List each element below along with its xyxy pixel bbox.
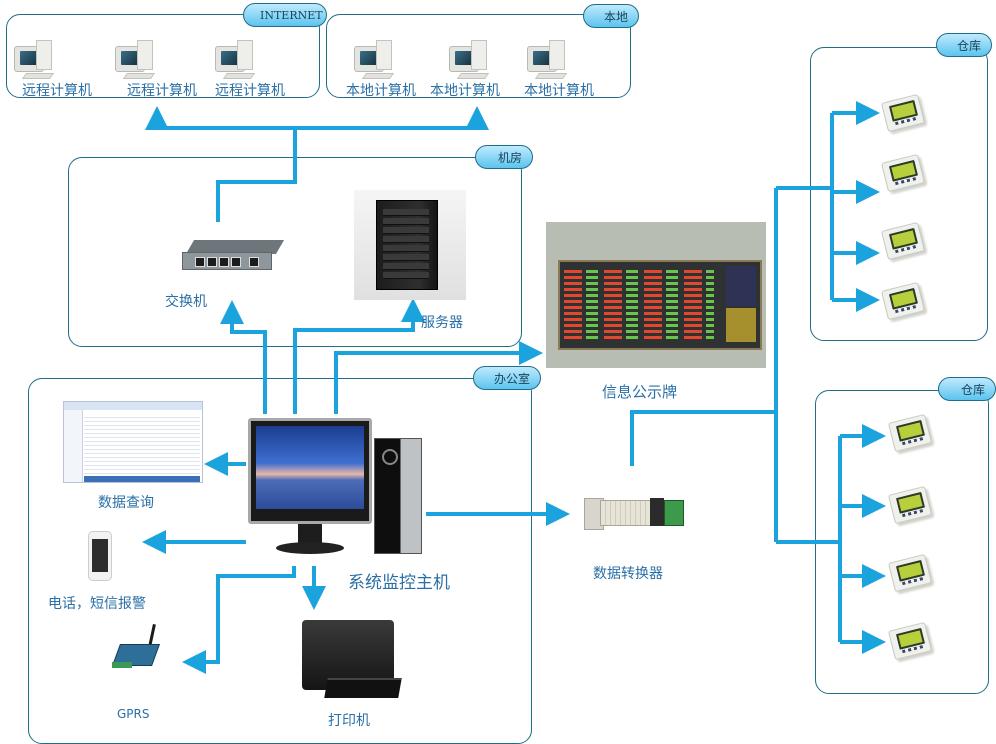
sensor-icon[interactable] [880, 93, 926, 133]
wire-to-internet [145, 106, 295, 130]
info-board-image[interactable] [546, 222, 766, 368]
remote-computer-icon[interactable] [113, 40, 157, 80]
server-label: 服务器 [421, 315, 463, 331]
data-query-label: 数据查询 [98, 495, 154, 511]
data-query-screenshot[interactable] [63, 401, 203, 483]
sensor-icon[interactable] [880, 153, 926, 193]
local-computer-icon[interactable] [352, 40, 396, 80]
zone-internet [6, 14, 320, 98]
local-computer-label: 本地计算机 [524, 83, 594, 99]
switch-label: 交换机 [165, 294, 207, 310]
monitoring-host-icon[interactable] [248, 418, 424, 558]
sensor-icon[interactable] [887, 621, 933, 661]
remote-computer-label: 远程计算机 [127, 83, 197, 99]
remote-computer-icon[interactable] [12, 40, 56, 80]
local-computer-icon[interactable] [447, 40, 491, 80]
local-computer-label: 本地计算机 [430, 83, 500, 99]
zone-tag-machine-room: 机房 [475, 145, 533, 169]
data-converter-icon[interactable] [584, 490, 684, 534]
remote-computer-icon[interactable] [213, 40, 257, 80]
wire-host-to-server [293, 298, 425, 414]
zone-local [326, 14, 631, 98]
remote-computer-label: 远程计算机 [22, 83, 92, 99]
gprs-label: GPRS [117, 707, 150, 721]
zone-tag-local: 本地 [583, 4, 639, 28]
wire-converter-up [630, 410, 776, 466]
zone-tag-internet: INTERNET [243, 3, 327, 27]
info-board-label: 信息公示牌 [602, 383, 678, 401]
printer-label: 打印机 [328, 713, 370, 729]
network-switch-icon[interactable] [182, 240, 285, 274]
printer-icon[interactable] [302, 620, 402, 700]
sensor-icon[interactable] [880, 221, 926, 261]
gprs-modem-icon[interactable] [111, 623, 166, 674]
zone-warehouse-1 [810, 47, 988, 341]
wire-host-to-gprs [182, 566, 296, 674]
sensor-icon[interactable] [887, 485, 933, 525]
zone-tag-warehouse-2: 仓库 [938, 377, 996, 401]
phone-icon[interactable] [88, 531, 112, 581]
server-rack-icon[interactable] [354, 190, 466, 300]
wire-host-to-board [334, 341, 543, 414]
sensor-icon[interactable] [887, 413, 933, 453]
wire-to-local [295, 106, 489, 130]
sensor-icon[interactable] [887, 553, 933, 593]
phone-alarm-label: 电话，短信报警 [48, 596, 146, 612]
local-computer-icon[interactable] [525, 40, 569, 80]
wire-host-to-switch [220, 300, 267, 414]
monitoring-host-label: 系统监控主机 [348, 573, 450, 593]
sensor-icon[interactable] [880, 281, 926, 321]
zone-tag-office: 办公室 [473, 366, 541, 390]
local-computer-label: 本地计算机 [346, 83, 416, 99]
wire-trunk-top [216, 128, 297, 222]
data-converter-label: 数据转换器 [593, 566, 663, 582]
zone-tag-warehouse-1: 仓库 [936, 33, 992, 57]
remote-computer-label: 远程计算机 [215, 83, 285, 99]
